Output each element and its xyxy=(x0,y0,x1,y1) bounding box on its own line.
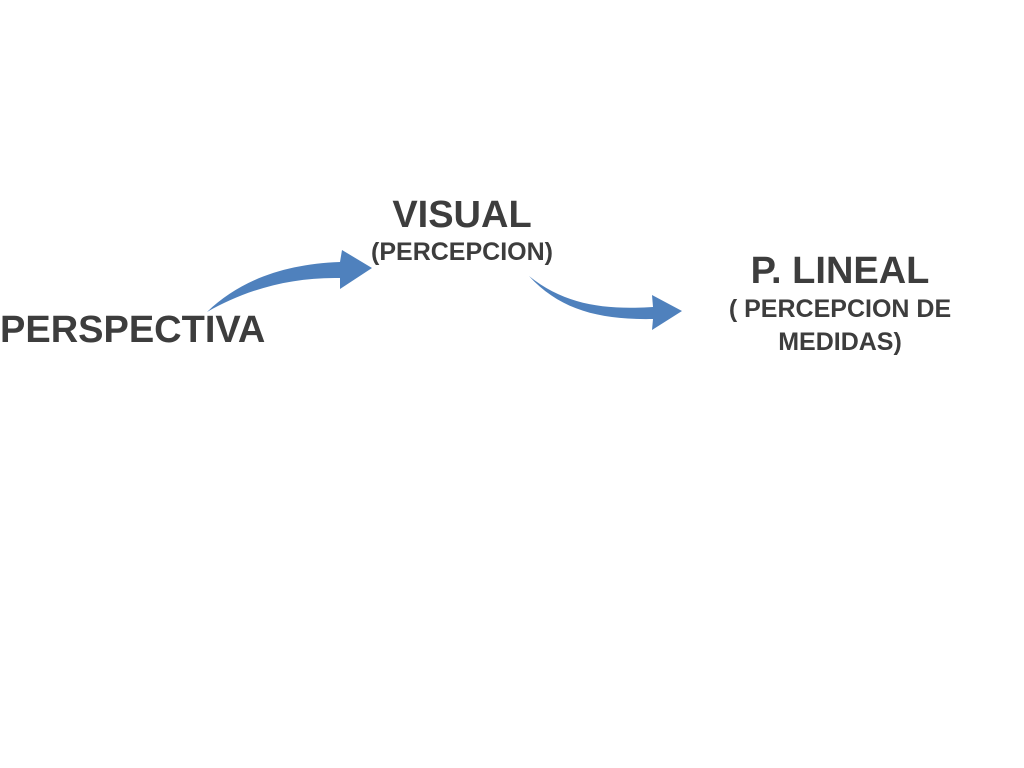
node-perspectiva-title: PERSPECTIVA xyxy=(0,309,266,351)
node-lineal: P. LINEAL ( PERCEPCION DE MEDIDAS) xyxy=(700,249,980,359)
node-visual-subtitle: (PERCEPCION) xyxy=(371,238,553,266)
node-lineal-title: P. LINEAL xyxy=(750,250,930,292)
node-visual-title: VISUAL xyxy=(392,194,532,236)
node-visual: VISUAL (PERCEPCION) xyxy=(332,193,592,267)
node-perspectiva: PERSPECTIVA xyxy=(0,307,266,353)
arrow-visual-to-lineal xyxy=(529,276,682,330)
arrow-perspectiva-to-visual xyxy=(207,250,372,312)
node-lineal-subtitle: ( PERCEPCION DE MEDIDAS) xyxy=(728,295,952,356)
